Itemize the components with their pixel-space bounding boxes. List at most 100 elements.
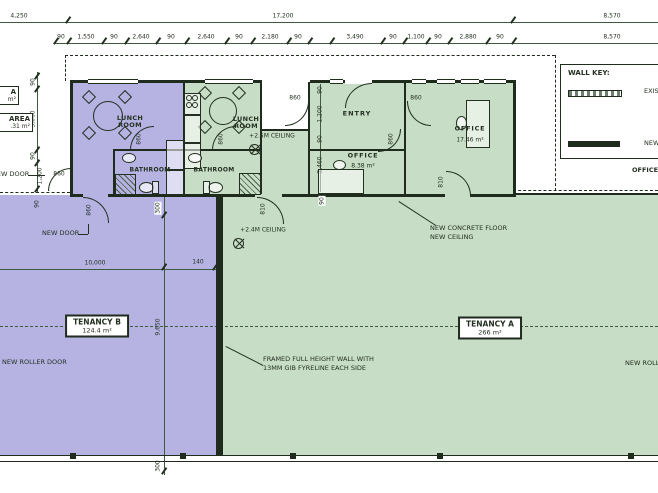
ceiling-note-24: +2.4M CEILING [240, 226, 286, 234]
leader-line [88, 224, 89, 234]
dim-label: 90 [316, 86, 324, 94]
room-area-office-small: 8.38 m² [351, 162, 375, 170]
kitchen-unit [184, 115, 201, 143]
dim-label: 3,490 [346, 33, 364, 41]
door-dim: 860 [85, 204, 93, 216]
tenancy-a-name: TENANCY A [466, 319, 514, 329]
desk-chair [456, 116, 467, 130]
tenancy-b-name: TENANCY B [73, 317, 121, 327]
cut-label-text: m² [7, 96, 16, 103]
dim-line [320, 84, 321, 192]
room-label-lunch-b: LUNCH ROOM [116, 114, 144, 129]
basin [188, 153, 202, 163]
interior-wall [404, 82, 406, 194]
concrete-floor-note: NEW CEILING [430, 233, 474, 241]
room-label-office-small: OFFICE [347, 151, 379, 160]
dim-label: 1,100 [407, 33, 425, 41]
canopy-outline [65, 55, 66, 81]
top-offset-dim: 300 [154, 201, 162, 215]
dim-label: 90 [316, 135, 324, 143]
dim-label: 1,550 [77, 33, 95, 41]
bottom-wall [0, 461, 658, 462]
porch-wall [262, 129, 309, 131]
dim-label: 2,640 [197, 33, 215, 41]
dim-label: 90 [496, 33, 504, 41]
door-dim: 860 [135, 133, 143, 145]
tenancy-b-label: TENANCY B 124.4 m² [65, 314, 129, 338]
dim-line [164, 195, 165, 455]
canopy-outline [65, 55, 555, 56]
existing-wall-sample [568, 90, 622, 97]
tenancy-b-area-value: 124.4 m² [82, 326, 112, 335]
ceiling-fan-icon [249, 144, 260, 155]
interior-wall [260, 82, 262, 194]
dim-label: 90 [29, 152, 37, 160]
exterior-wall-top [70, 80, 262, 83]
door-dim: 860 [410, 94, 422, 102]
interior-wall [308, 82, 310, 194]
room-label-bathroom-b: BATHROOM [129, 166, 171, 174]
dim-line [37, 72, 38, 192]
hall-top-wall [70, 194, 83, 197]
dim-label: 17,200 [272, 12, 294, 20]
toilet-bowl [208, 182, 223, 193]
left-offset-dim: 90 [33, 200, 41, 208]
door-dim: 860 [387, 133, 395, 145]
window [205, 79, 253, 84]
dim-label: 90 [110, 33, 118, 41]
tenancy-a-area [223, 195, 658, 455]
toilet-tank [152, 181, 159, 194]
hall-width-dim: 10,000 [84, 259, 106, 267]
dim-label: 8,570 [603, 33, 621, 41]
stove-burner [186, 95, 192, 101]
lunch-table-b [93, 101, 123, 131]
dim-label: 90 [57, 33, 65, 41]
hall-top-wall [282, 194, 445, 197]
tenancy-a-area-value: 266 m² [478, 328, 502, 337]
tenancy-divider-wall [216, 195, 223, 456]
tenancy-a-label: TENANCY A 266 m² [458, 316, 522, 340]
window [88, 79, 138, 84]
dim-label: 2,880 [459, 33, 477, 41]
framed-wall-note: FRAMED FULL HEIGHT WALL WITH [263, 355, 374, 363]
new-wall-sample [568, 141, 620, 147]
desk [318, 169, 364, 194]
dim-label: 2,180 [261, 33, 279, 41]
column-post [437, 453, 443, 459]
kitchen-unit [166, 140, 184, 170]
leader-line [28, 175, 45, 176]
dim-label: 90 [434, 33, 442, 41]
green-wall-dim: 90 [318, 196, 326, 206]
door-dim: 860 [53, 170, 65, 178]
new-door-left-note: NEW DOOR [0, 170, 30, 178]
shower [115, 174, 136, 195]
dim-label: 2,640 [132, 33, 150, 41]
bottom-wall [0, 455, 658, 456]
leader-line [78, 234, 88, 235]
dim-line [0, 22, 68, 23]
window [412, 79, 426, 84]
column-post [628, 453, 634, 459]
dim-line [164, 455, 165, 475]
cut-label-text: .31 m² [10, 123, 30, 130]
dim-label: 8,570 [603, 12, 621, 20]
window [484, 79, 506, 84]
ceiling-fan-icon [233, 238, 244, 249]
window [437, 79, 455, 84]
stove-burner [192, 102, 198, 108]
kitchen-unit [166, 170, 184, 195]
roller-door-left-note: NEW ROLLER DOOR [2, 358, 67, 366]
window [461, 79, 479, 84]
room-area-office-large: 17.46 m² [456, 136, 484, 144]
framed-wall-note: 13MM GIB FYRELINE EACH SIDE [263, 364, 367, 372]
dim-label: 90 [294, 33, 302, 41]
dim-label: 90 [29, 78, 37, 86]
tenancy-centerline [0, 326, 658, 327]
roller-door-right-note: NEW ROLLER DOOR [625, 359, 658, 367]
room-label-entry: ENTRY [342, 109, 372, 118]
canopy-outline [555, 55, 556, 191]
dim-label: 1,200 [316, 105, 324, 123]
stove-burner [192, 95, 198, 101]
office-wall [308, 149, 406, 151]
